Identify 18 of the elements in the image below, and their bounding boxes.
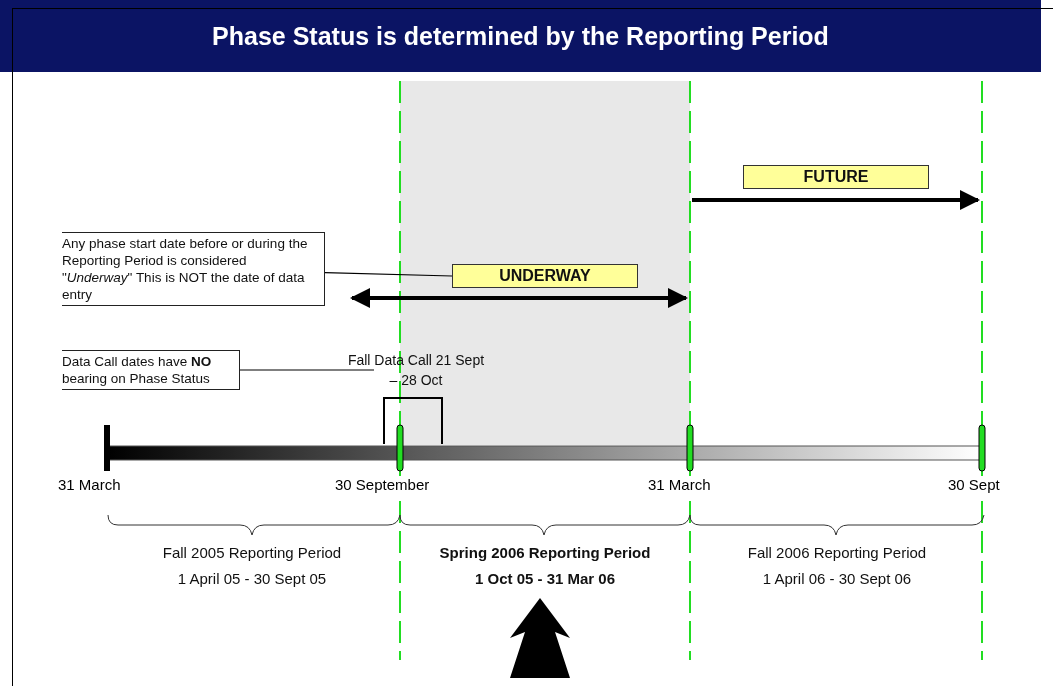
leader-line (239, 369, 375, 371)
note-text: Any phase start date before or during the Reporting Period is considered "Underway" This is NOT the date of data entry (62, 232, 325, 306)
date-label: 31 March (56, 476, 123, 493)
period-text: Fall 2005 Reporting Period (161, 543, 343, 563)
date-label: 31 March (646, 476, 713, 493)
title: Phase Status is determined by the Reporting Period (0, 0, 1041, 72)
period-text: 1 Oct 05 - 31 Mar 06 (473, 569, 617, 589)
date-label: 30 September (333, 476, 432, 493)
status-label: FUTURE (743, 165, 929, 189)
date-label: 30 Sept (946, 476, 1002, 493)
status-label: UNDERWAY (452, 264, 638, 288)
period-text: Fall 2006 Reporting Period (746, 543, 928, 563)
period-text: 1 April 05 - 30 Sept 05 (176, 569, 328, 589)
leader-line (324, 272, 453, 277)
period-text: Spring 2006 Reporting Period (438, 543, 652, 563)
period-text: 1 April 06 - 30 Sept 06 (761, 569, 913, 589)
up-arrow (510, 598, 570, 678)
note-text: Data Call dates have NO bearing on Phase Status (62, 350, 240, 390)
